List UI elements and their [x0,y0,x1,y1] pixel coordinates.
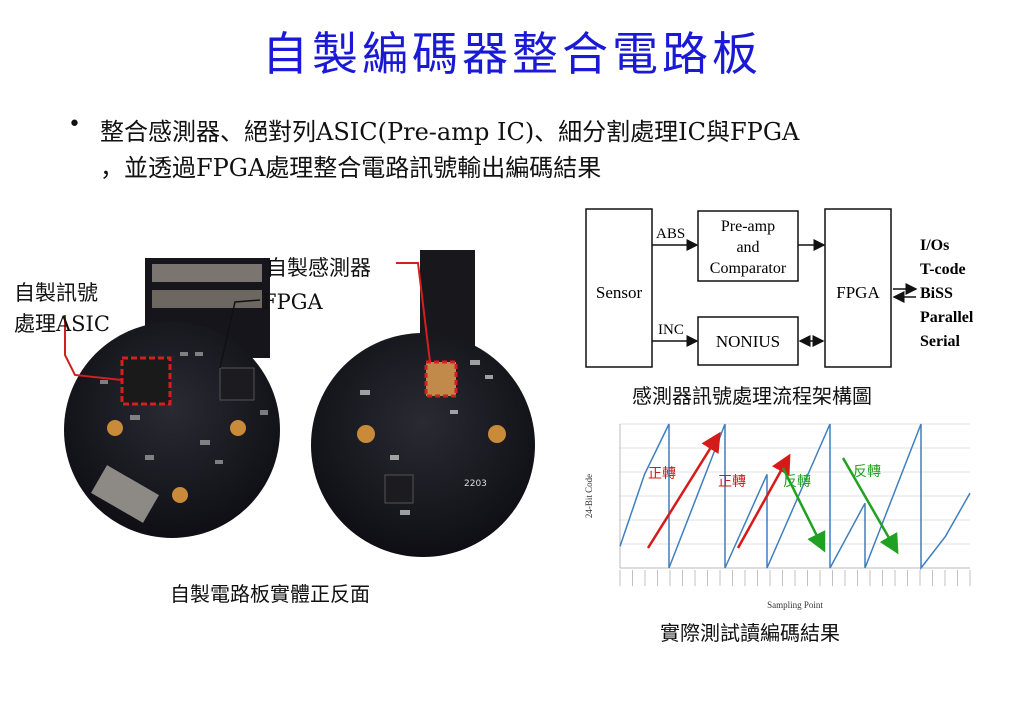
encoder-chart: 24-Bit CodeSampling Point正轉正轉反轉反轉 [584,423,971,610]
direction-arrow [646,431,721,549]
direction-annotation: 正轉 [648,466,676,482]
x-axis-label: Sampling Point [767,600,823,610]
io-label-3: Parallel [920,309,974,326]
pcb-front [64,258,280,538]
chart-caption: 實際測試讀編碼結果 [660,621,840,645]
fpga-chip [219,367,255,401]
sensor-label: 自製感測器 [266,256,371,280]
direction-annotation: 反轉 [853,464,881,480]
diagram-caption: 感測器訊號處理流程架構圖 [632,384,872,408]
bullet-line-2: ，並透過FPGA處理整合電路訊號輸出編碼結果 [100,154,602,182]
sensor-callout-line [396,262,431,363]
asic-callout-line [64,315,123,381]
asic-label-line-1: 自製訊號 [14,281,98,305]
asic-chip [120,356,172,406]
fpga-label: FPGA [262,290,323,314]
nonius-label: NONIUS [716,332,780,351]
abs-label: ABS [656,226,685,242]
direction-arrow [841,457,899,555]
inc-label: INC [658,322,684,338]
bullet-dot: • [68,112,81,137]
fpga-block-label: FPGA [836,283,880,302]
sensor-chip [424,360,458,398]
io-label-4: Serial [920,333,961,350]
preamp-block [697,210,799,282]
y-axis-label: 24-Bit Code [584,474,594,518]
bullet-line-1: 整合感測器、絕對列ASIC(Pre-amp IC)、細分割處理IC與FPGA [100,118,800,146]
preamp-label-2: and [736,239,759,256]
sensor-block-label: Sensor [596,283,643,302]
direction-arrow [781,467,826,553]
connector-side [91,465,159,523]
connector-top [152,264,262,282]
direction-annotation: 反轉 [783,474,811,490]
io-label-2: BiSS [920,285,953,302]
series-line [619,423,971,571]
preamp-label-3: Comparator [710,260,787,277]
block-diagram: Sensor Pre-amp and Comparator NONIUS FPG… [585,208,974,368]
fpga-callout-line [219,299,261,369]
pcb-back: 2203 [311,250,535,557]
page-title: 自製編碼器整合電路板 [262,27,762,81]
preamp-label-1: Pre-amp [721,218,775,235]
silk-text: 2203 [464,479,487,489]
direction-annotation: 正轉 [718,474,746,490]
direction-arrow [736,453,791,549]
photo-caption: 自製電路板實體正反面 [170,582,370,606]
mount-hole [107,420,123,436]
io-label-0: I/Os [920,237,949,254]
pcb-photo: 2203 [64,250,535,557]
asic-label-line-2: 處理ASIC [14,312,110,336]
io-label-1: T-code [920,261,966,278]
sensor-block [585,208,653,368]
fpga-block [824,208,892,368]
